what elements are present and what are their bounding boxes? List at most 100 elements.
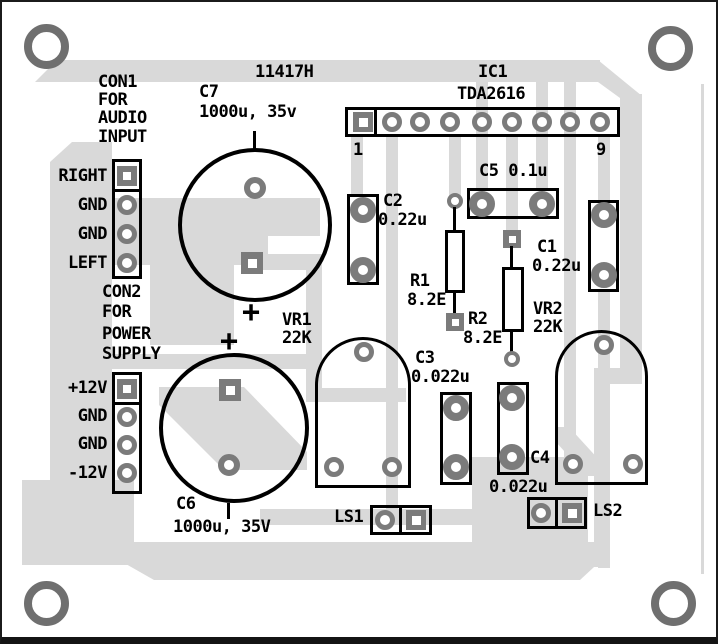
r2-pad-bottom bbox=[504, 351, 520, 367]
r2-lead-top bbox=[510, 246, 513, 269]
vr1-pad-left bbox=[324, 457, 344, 477]
con1-title-line3: AUDIO bbox=[98, 108, 147, 128]
ls2-pad-left bbox=[531, 503, 551, 523]
con1-title-line2: FOR bbox=[98, 90, 128, 110]
board-part-number: 11417H bbox=[255, 62, 314, 82]
r2-pad-top bbox=[503, 230, 521, 248]
vr2-pad-left bbox=[563, 454, 583, 474]
ic1-pad-3 bbox=[410, 112, 430, 132]
c4-outline bbox=[497, 382, 529, 475]
r2-body bbox=[502, 267, 524, 332]
ls2-ref: LS2 bbox=[593, 501, 623, 521]
ic1-pad-7 bbox=[532, 112, 552, 132]
c3-ref: C3 bbox=[415, 348, 435, 368]
c7-value: 1000u, 35v bbox=[199, 102, 297, 122]
c4-value: 0.022u bbox=[489, 477, 548, 497]
c5-pad-right bbox=[529, 191, 555, 217]
c3-pad-bottom bbox=[443, 454, 469, 480]
ls2-divider bbox=[555, 497, 558, 529]
con1-pad-right bbox=[117, 166, 137, 186]
c1-pad-top bbox=[591, 202, 617, 228]
mounting-hole-bottom-right bbox=[651, 581, 696, 626]
c4-pad-top bbox=[499, 385, 525, 411]
r1-ref: R1 bbox=[410, 271, 430, 291]
c5-outline bbox=[467, 188, 559, 219]
mounting-hole-top-left bbox=[24, 24, 69, 69]
vr1-outline bbox=[315, 337, 411, 488]
c6-polarity-bar bbox=[227, 503, 230, 519]
con2-pin-label-gnd2: GND bbox=[77, 434, 108, 454]
ls2-pad-right bbox=[562, 503, 582, 523]
r2-lead-bottom bbox=[510, 330, 513, 354]
c7-pad-bottom bbox=[241, 252, 263, 274]
c7-ref: C7 bbox=[199, 82, 219, 102]
c7-plus-mark: + bbox=[242, 295, 261, 330]
vr1-value: 22K bbox=[282, 328, 312, 348]
r1-value: 8.2E bbox=[407, 290, 446, 310]
vr2-pad-right bbox=[623, 454, 643, 474]
vr1-pad-top bbox=[354, 342, 374, 362]
c2-pad-bottom bbox=[350, 257, 376, 283]
c7-polarity-bar bbox=[253, 131, 256, 149]
ic1-pin9-number: 9 bbox=[596, 140, 606, 160]
con2-title-line3: POWER bbox=[102, 324, 151, 344]
vr2-pad-top bbox=[594, 335, 614, 355]
con2-pad-gnd2 bbox=[117, 435, 137, 455]
con2-pin1-box bbox=[112, 372, 142, 405]
mounting-hole-bottom-left bbox=[24, 581, 69, 626]
ic1-pad-6 bbox=[502, 112, 522, 132]
r2-ref: R2 bbox=[468, 309, 488, 329]
con2-pin-label-p12v: +12V bbox=[68, 378, 107, 398]
ic1-pin1-box bbox=[345, 107, 377, 137]
con2-pad-gnd1 bbox=[117, 407, 137, 427]
c6-value: 1000u, 35V bbox=[173, 517, 271, 537]
ic1-pad-9 bbox=[590, 112, 610, 132]
con1-pad-gnd1 bbox=[117, 195, 137, 215]
c1-pad-bottom bbox=[591, 262, 617, 288]
con1-pin-label-left: LEFT bbox=[68, 253, 107, 273]
ic1-pad-5 bbox=[472, 112, 492, 132]
ic1-pad-4 bbox=[440, 112, 460, 132]
c2-ref: C2 bbox=[383, 191, 403, 211]
c7-capacitor-outline bbox=[178, 148, 332, 302]
c1-value: 0.22u bbox=[532, 256, 581, 276]
vr1-ref: VR1 bbox=[282, 310, 312, 330]
r1-pad-bottom bbox=[446, 313, 464, 331]
ic1-pad-2 bbox=[382, 112, 402, 132]
r2-value: 8.2E bbox=[463, 328, 502, 348]
vr1-pad-right bbox=[382, 457, 402, 477]
con2-title-line2: FOR bbox=[102, 302, 132, 322]
ic1-part: TDA2616 bbox=[457, 84, 526, 104]
ic1-pad-8 bbox=[560, 112, 580, 132]
c6-pad-bottom bbox=[218, 454, 240, 476]
c1-outline bbox=[588, 200, 619, 292]
ic1-pad-1 bbox=[353, 112, 373, 132]
mounting-hole-top-right bbox=[648, 26, 693, 71]
con2-pad-m12v bbox=[117, 463, 137, 483]
ls1-ref: LS1 bbox=[334, 507, 364, 527]
ls1-pad-left bbox=[375, 510, 395, 530]
vr2-outline bbox=[555, 330, 648, 485]
con1-pin-label-gnd2: GND bbox=[77, 224, 108, 244]
vr2-value: 22K bbox=[533, 317, 563, 337]
c3-pad-top bbox=[443, 395, 469, 421]
c3-value: 0.022u bbox=[411, 367, 470, 387]
c6-plus-mark: + bbox=[220, 324, 239, 359]
r1-lead-bottom bbox=[453, 291, 456, 315]
c7-pad-top bbox=[244, 177, 266, 199]
ic1-ref: IC1 bbox=[478, 62, 508, 82]
c6-capacitor-outline bbox=[159, 353, 309, 503]
ic1-pin1-number: 1 bbox=[353, 140, 363, 160]
ls1-divider bbox=[399, 505, 402, 535]
c5-label: C5 0.1u bbox=[479, 161, 548, 181]
c2-outline bbox=[347, 194, 379, 285]
con1-title-line1: CON1 bbox=[98, 72, 137, 92]
ls1-pad-right bbox=[406, 510, 426, 530]
c2-pad-top bbox=[350, 197, 376, 223]
c1-ref: C1 bbox=[537, 237, 557, 257]
r1-lead-top bbox=[453, 207, 456, 232]
c6-ref: C6 bbox=[176, 494, 196, 514]
c4-ref: C4 bbox=[530, 448, 550, 468]
c3-outline bbox=[440, 392, 472, 485]
